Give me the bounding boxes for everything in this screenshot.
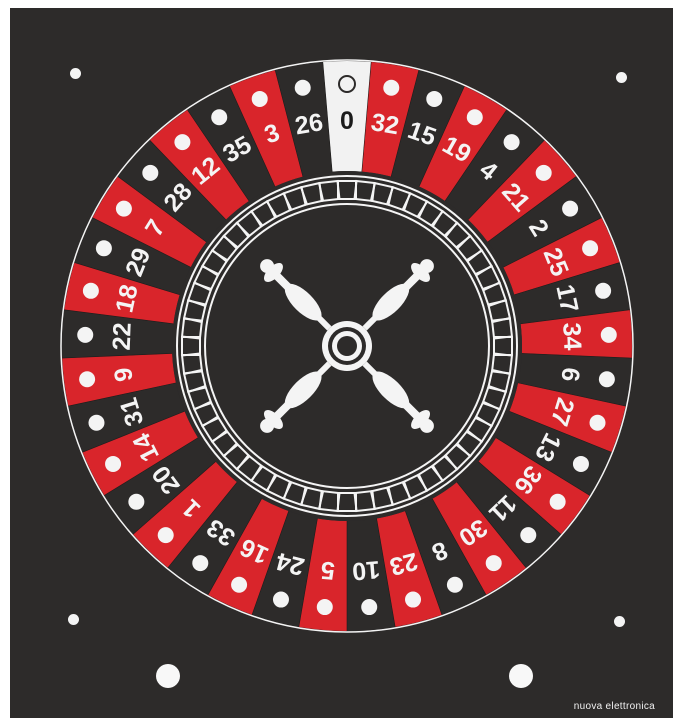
pocket-hole [174,134,190,150]
pocket-hole [599,371,615,387]
pocket-number: 34 [557,322,586,351]
pocket-hole [252,91,268,107]
hub-center [337,336,357,356]
pocket-number: 32 [369,108,401,140]
pocket-number: 22 [108,322,137,351]
pocket-hole [447,577,463,593]
pocket-hole [83,283,99,299]
pocket-hole [383,80,399,96]
pocket-hole [79,371,95,387]
pocket-hole [573,456,589,472]
pocket-number: 26 [293,108,325,140]
brand-label: nuova elettronica [574,701,655,712]
pocket-hole [105,456,121,472]
pocket-number: 5 [320,556,336,585]
pocket-hole [486,555,502,571]
pocket-hole [426,91,442,107]
mounting-hole-bottom-left [68,614,79,625]
pocket-hole [562,201,578,217]
pocket-hole [96,240,112,256]
mounting-hole-bottom-right [614,616,625,627]
pocket-number: 17 [550,282,583,315]
pocket-hole [467,109,483,125]
pocket-hole [361,599,377,615]
pocket-number: 10 [351,555,381,585]
pocket-hole [273,592,289,608]
pocket-hole [116,201,132,217]
led-hole-left [156,664,180,688]
pocket-hole [601,327,617,343]
pocket-number: 0 [340,107,354,135]
roulette-panel: 0321519421225173462713361130823105241633… [10,8,673,718]
pocket-hole [536,165,552,181]
pocket-hole [582,240,598,256]
pocket-hole [295,80,311,96]
pocket-hole [595,283,611,299]
pocket-hole [211,109,227,125]
pocket-hole [88,415,104,431]
pocket-hole [520,527,536,543]
mounting-hole-top-left [70,68,81,79]
led-hole-right [509,664,533,688]
pocket-hole [142,165,158,181]
pocket-number: 18 [110,282,143,315]
pocket-hole [231,577,247,593]
pocket-hole [77,327,93,343]
pocket-hole [550,494,566,510]
pocket-hole [590,415,606,431]
pocket-hole [405,592,421,608]
mounting-hole-top-right [616,72,627,83]
pocket-hole [192,555,208,571]
pocket-hole [504,134,520,150]
pocket-hole [317,599,333,615]
pocket-hole [158,527,174,543]
pocket-hole [128,494,144,510]
